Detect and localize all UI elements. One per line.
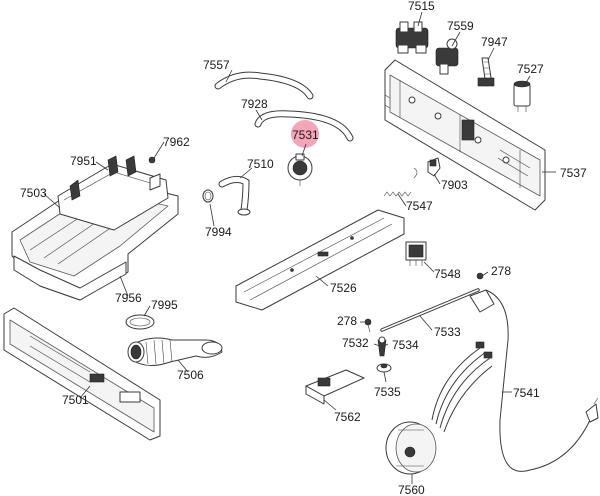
dispenser-cover-7951[interactable] [57, 155, 169, 231]
label-7541: 7541 [513, 386, 540, 400]
pressure-switch-7531[interactable] [287, 120, 319, 186]
motor-7560[interactable] [385, 421, 437, 475]
highlight-marker [291, 120, 319, 148]
label-7533: 7533 [434, 325, 461, 339]
wire-harness-7541[interactable] [431, 289, 599, 472]
screw-278-left[interactable] [364, 318, 372, 333]
bracket-7562[interactable] [305, 369, 365, 405]
label-7903: 7903 [441, 178, 468, 192]
relay-7548[interactable] [405, 241, 427, 266]
label-7548: 7548 [434, 267, 461, 281]
label-7531: 7531 [292, 128, 319, 142]
label-7559: 7559 [447, 19, 474, 33]
label-7526: 7526 [330, 281, 357, 295]
hose-7928[interactable] [254, 110, 354, 142]
rod-7533[interactable] [380, 288, 495, 332]
label-7951: 7951 [70, 154, 97, 168]
label-7562: 7562 [334, 410, 361, 424]
label-7503: 7503 [20, 186, 47, 200]
hose-7557[interactable] [214, 71, 314, 100]
label-7506: 7506 [177, 368, 204, 382]
valve-7559[interactable] [435, 38, 459, 75]
label-7995: 7995 [151, 298, 178, 312]
label-7547: 7547 [406, 199, 433, 213]
label-7534: 7534 [392, 338, 419, 352]
part-labels: 7515 7559 7947 7527 7537 7557 7928 7531 … [20, 0, 587, 496]
spring-7547[interactable] [383, 167, 418, 197]
label-7532: 7532 [342, 336, 369, 350]
bracket-7903[interactable] [427, 157, 441, 177]
label-7535: 7535 [374, 385, 401, 399]
label-7510: 7510 [247, 157, 274, 171]
label-7515: 7515 [408, 0, 435, 13]
front-panel-7501[interactable] [3, 307, 161, 441]
label-7956: 7956 [115, 291, 142, 305]
label-278-top: 278 [491, 264, 511, 278]
label-7928: 7928 [241, 97, 268, 111]
capacitor-7527[interactable] [513, 80, 531, 112]
control-panel-frame-7537[interactable] [384, 59, 546, 211]
label-7560: 7560 [398, 483, 425, 496]
screw-278-top[interactable] [476, 272, 484, 280]
label-7557: 7557 [203, 58, 230, 72]
label-7527: 7527 [517, 62, 544, 76]
label-7994: 7994 [205, 225, 232, 239]
clip-7962[interactable] [148, 156, 156, 164]
label-7947: 7947 [481, 35, 508, 49]
bellows-7506[interactable] [127, 337, 223, 366]
hose-7510[interactable] [218, 175, 251, 216]
foot-7535[interactable] [376, 363, 392, 373]
fitting-7534[interactable] [377, 336, 387, 357]
sensor-7947[interactable] [477, 57, 495, 87]
label-278-left: 278 [337, 314, 357, 328]
leader-lines [43, 11, 556, 484]
label-7537: 7537 [560, 166, 587, 180]
valve-7515[interactable] [395, 21, 429, 54]
rail-7526[interactable] [235, 209, 405, 311]
label-7962: 7962 [163, 135, 190, 149]
clamp-7995[interactable] [125, 314, 155, 330]
label-7501: 7501 [62, 393, 89, 407]
clamp-7994[interactable] [202, 189, 214, 203]
